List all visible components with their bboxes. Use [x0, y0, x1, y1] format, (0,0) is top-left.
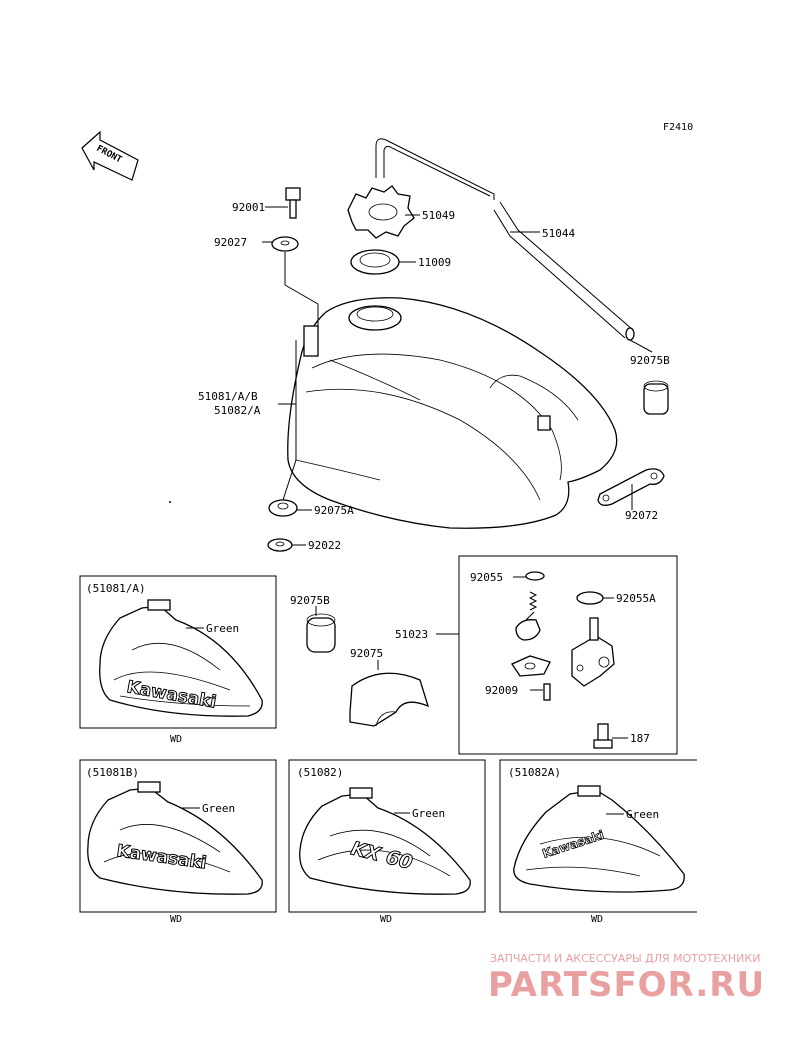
variant-box-51081b: (51081B) Kawasaki Green WD	[79, 759, 277, 925]
fuel-tank	[287, 297, 618, 529]
watermark-brand: PARTSFOR.RU	[488, 965, 765, 1005]
variant-color: Green	[412, 807, 445, 820]
bolt-92001	[285, 187, 301, 219]
variant-footer: WD	[380, 914, 392, 925]
label-92055a: 92055A	[616, 592, 656, 605]
label-92022: 92022	[308, 539, 341, 552]
figure-id: F2410	[663, 122, 693, 133]
watermark-tagline: ЗАПЧАСТИ И АКСЕССУАРЫ ДЛЯ МОТОТЕХНИКИ	[490, 952, 760, 965]
label-92075a: 92075A	[314, 504, 354, 517]
variant-color: Green	[626, 808, 659, 821]
variant-title: (51082)	[297, 766, 343, 779]
label-51049: 51049	[422, 209, 455, 222]
label-92027: 92027	[214, 236, 247, 249]
cushion-92075	[349, 672, 430, 727]
variant-title: (51081/A)	[86, 582, 146, 595]
variant-color: Green	[202, 802, 235, 815]
label-92075b-mid: 92075B	[290, 594, 330, 607]
cushion-92075b-top	[643, 380, 669, 415]
variant-title: (51081B)	[86, 766, 139, 779]
label-51023: 51023	[395, 628, 428, 641]
cushion-92075b-mid	[306, 613, 336, 653]
label-51044: 51044	[542, 227, 575, 240]
label-92072: 92072	[625, 509, 658, 522]
watermark: ЗАПЧАСТИ И АКСЕССУАРЫ ДЛЯ МОТОТЕХНИКИ PA…	[488, 952, 765, 1005]
breather-hose	[375, 138, 635, 341]
variant-title: (51082A)	[508, 766, 561, 779]
variant-footer: WD	[170, 914, 182, 925]
variant-box-51082a: (51082A) Kawasaki Green WD	[499, 759, 697, 925]
label-92009: 92009	[485, 684, 518, 697]
label-11009: 11009	[418, 256, 451, 269]
grommet-92075a	[268, 499, 298, 517]
leader-lines	[262, 206, 653, 546]
strap-92072	[597, 468, 665, 506]
variant-footer: WD	[170, 734, 182, 745]
washer-92027	[271, 236, 299, 252]
fuel-cap	[347, 185, 415, 239]
label-92001: 92001	[232, 201, 265, 214]
variant-color: Green	[206, 622, 239, 635]
washer-92022	[267, 538, 293, 552]
variant-box-51081a: (51081/A) Kawasaki Green WD	[79, 575, 277, 745]
fuel-cock-box	[458, 555, 678, 755]
label-92075b-top: 92075B	[630, 354, 670, 367]
cap-gasket	[350, 249, 400, 275]
label-187: 187	[630, 732, 650, 745]
fuel-cock-parts: 92055 92055A 92009 187	[470, 571, 656, 749]
variant-footer: WD	[591, 914, 603, 925]
label-51082: 51082/A	[214, 404, 261, 417]
label-92075: 92075	[350, 647, 383, 660]
label-92055: 92055	[470, 571, 503, 584]
label-51081: 51081/A/B	[198, 390, 258, 403]
variant-box-51082: (51082) KX 60 Green WD	[288, 759, 486, 925]
front-arrow-icon: FRONT	[81, 130, 139, 181]
